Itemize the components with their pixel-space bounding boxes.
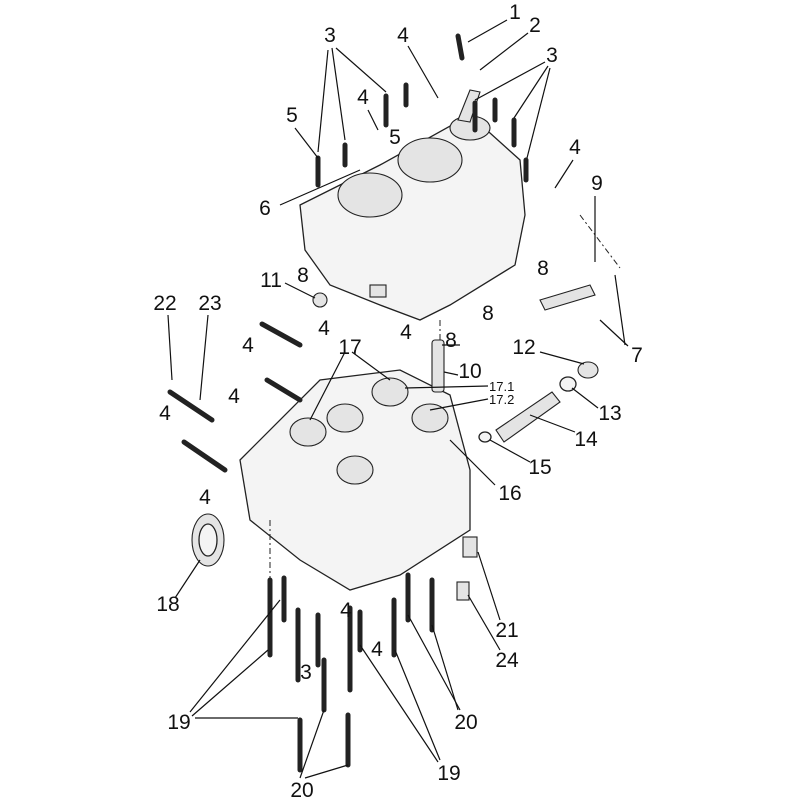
callout-number: 5: [389, 126, 401, 149]
leader-line: [191, 649, 269, 717]
leader-lines: [167, 19, 629, 779]
callout-number: 4: [397, 24, 409, 47]
callout-number: 4: [199, 486, 211, 509]
callout-number: 2: [529, 14, 541, 37]
callout-number: 11: [260, 269, 282, 292]
callout-number: 4: [159, 402, 171, 425]
leader-line: [351, 351, 391, 381]
callout-number: 15: [528, 456, 551, 479]
callout-number: 10: [458, 360, 481, 383]
leader-line: [431, 624, 459, 711]
leader-line: [571, 387, 599, 409]
callout-number: 8: [297, 264, 309, 287]
callout-number: 16: [498, 482, 521, 505]
leader-line: [199, 314, 209, 401]
callout-number: 21: [495, 619, 518, 642]
callout-number: 4: [340, 599, 352, 622]
bolt: [259, 321, 303, 348]
leader-line: [359, 644, 439, 763]
leader-line: [189, 599, 281, 713]
callout-number: 3: [300, 661, 312, 684]
callout-number: 8: [537, 257, 549, 280]
bolt: [264, 377, 303, 403]
small-parts: [191, 89, 599, 601]
leader-line: [477, 551, 501, 621]
leader-line: [304, 764, 349, 779]
callout-number: 7: [631, 344, 643, 367]
leader-line: [331, 47, 346, 141]
callout-number: 13: [598, 402, 621, 425]
leader-line: [317, 49, 329, 153]
callout-number: 14: [574, 428, 598, 451]
leader-line: [443, 371, 459, 376]
callout-number: 19: [167, 711, 190, 734]
callout-number: 8: [445, 329, 457, 352]
callout-number: 8: [482, 302, 494, 325]
callout-number: 4: [400, 321, 412, 344]
leader-line: [367, 109, 379, 131]
callout-number: 9: [591, 172, 603, 195]
callout-number: 1: [509, 1, 521, 24]
callout-number: 17.1: [489, 379, 514, 394]
leader-line: [335, 47, 387, 93]
leader-line: [279, 169, 361, 206]
callout-number: 3: [324, 24, 336, 47]
bolt: [167, 389, 215, 423]
leader-line: [467, 19, 508, 43]
callout-number: 4: [242, 334, 254, 357]
leader-line: [429, 398, 489, 411]
callout-number: 12: [512, 336, 535, 359]
callout-number: 17: [338, 336, 361, 359]
leader-line: [407, 614, 461, 711]
callout-number: 4: [318, 317, 330, 340]
alignment-lines: [269, 214, 621, 580]
leader-line: [474, 61, 546, 101]
leader-line: [284, 282, 316, 299]
upper-crankcase: [299, 114, 526, 321]
callout-number: 19: [437, 762, 460, 785]
leader-line: [174, 559, 201, 599]
callout-number: 24: [495, 649, 519, 672]
leader-line: [526, 67, 551, 159]
callout-number: 4: [371, 638, 383, 661]
leader-line: [513, 65, 549, 119]
leader-line: [554, 159, 574, 189]
callout-number: 23: [198, 292, 221, 315]
leader-line: [294, 127, 319, 159]
leader-line: [467, 594, 501, 651]
lower-crankcase: [239, 369, 471, 591]
leader-line: [539, 351, 585, 365]
leader-line: [394, 649, 441, 761]
callout-number: 6: [259, 197, 271, 220]
leader-line: [167, 314, 173, 381]
callout-number: 4: [569, 136, 581, 159]
leader-line: [489, 439, 531, 463]
callout-number: 20: [454, 711, 477, 734]
callout-number: 20: [290, 779, 313, 800]
callout-number: 5: [286, 104, 298, 127]
leader-line: [407, 45, 439, 99]
leader-line: [614, 274, 626, 346]
leader-line: [479, 32, 529, 71]
callout-number: 4: [357, 86, 369, 109]
callout-number: 3: [546, 44, 558, 67]
leader-line: [599, 319, 629, 347]
leader-line: [529, 414, 576, 433]
callout-number: 22: [153, 292, 176, 315]
callout-number: 17.2: [489, 392, 514, 407]
callout-number: 4: [228, 385, 240, 408]
bolts: [167, 33, 529, 773]
leader-line: [299, 709, 325, 779]
leader-line: [449, 439, 496, 486]
leader-line: [404, 385, 489, 389]
bolt: [181, 439, 228, 473]
leader-line: [309, 351, 346, 421]
bolt: [455, 33, 465, 61]
callout-number: 18: [156, 593, 179, 616]
